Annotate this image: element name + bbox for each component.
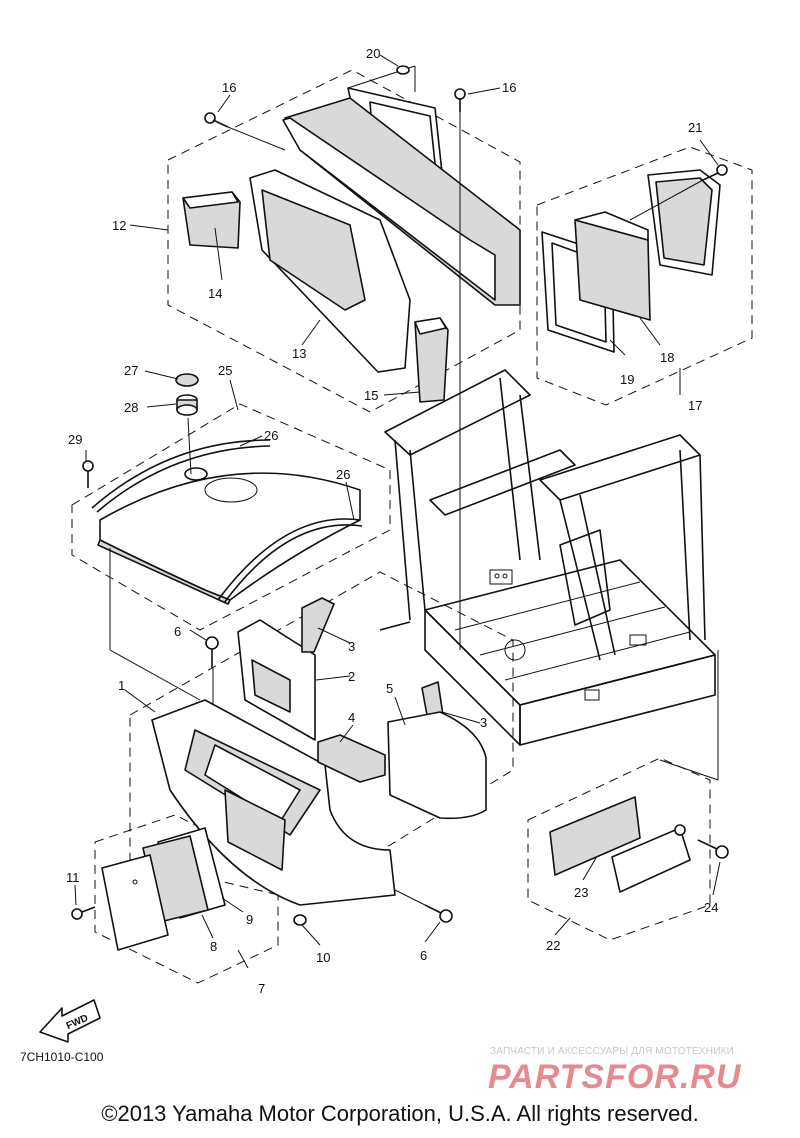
callout-10: 10 <box>316 950 330 965</box>
part-13-inner-panel <box>249 169 411 373</box>
callout-3-upper: 3 <box>348 639 355 654</box>
callout-16-left: 16 <box>222 80 236 95</box>
callout-20: 20 <box>366 46 380 61</box>
nut-20 <box>396 65 410 75</box>
watermark-logo: PARTSFOR.RU <box>488 1058 742 1096</box>
callout-25: 25 <box>218 363 232 378</box>
copyright-notice: ©2013 Yamaha Motor Corporation, U.S.A. A… <box>101 1101 699 1126</box>
callout-labels: 12 14 13 15 16 16 20 21 19 18 17 27 28 2… <box>66 46 718 996</box>
part-5-panel <box>387 711 487 820</box>
callout-11: 11 <box>66 870 80 885</box>
fwd-arrow-icon: FWD <box>39 999 101 1043</box>
callout-8: 8 <box>210 939 217 954</box>
side-cover-panel <box>282 97 521 306</box>
callout-28: 28 <box>124 400 138 415</box>
part-26-rubber-trim-left <box>91 439 271 513</box>
part-25-top-cover <box>97 467 361 605</box>
part-4-foam-strip <box>317 734 386 783</box>
callout-13: 13 <box>292 346 306 361</box>
watermark-tagline: ЗАПЧАСТИ И АКСЕССУАРЫ ДЛЯ МОТОТЕХНИКИ <box>490 1046 735 1057</box>
bolt-29 <box>82 460 94 488</box>
bolt-16-left <box>204 112 229 128</box>
bolt-6-upper <box>205 636 219 668</box>
part-26-rubber-trim-right <box>217 518 363 604</box>
part-18-filter-element <box>574 211 651 321</box>
chassis-frame <box>379 369 716 746</box>
group-boundary-7 <box>94 814 279 984</box>
screw-11 <box>71 906 96 920</box>
callout-22: 22 <box>546 938 560 953</box>
group-boundary-12 <box>167 69 521 413</box>
callout-21: 21 <box>688 120 702 135</box>
part-27-cap <box>175 373 199 387</box>
callout-27: 27 <box>124 363 138 378</box>
callout-14: 14 <box>208 286 222 301</box>
callout-7: 7 <box>258 981 265 996</box>
callout-26-upper: 26 <box>264 428 278 443</box>
bolt-6-lower <box>424 904 453 923</box>
part-1-front-cowl <box>151 699 396 906</box>
callout-16-right: 16 <box>502 80 516 95</box>
callout-17: 17 <box>688 398 702 413</box>
part-7-front-lid <box>101 854 169 951</box>
diagram-code: 7CH1010-C100 <box>20 1050 104 1064</box>
callout-5: 5 <box>386 681 393 696</box>
part-15-foam-block <box>414 317 449 403</box>
callout-6-lower: 6 <box>420 948 427 963</box>
leader-lines <box>74 54 721 969</box>
callout-4: 4 <box>348 710 355 725</box>
part-23-foam-pad <box>549 796 641 876</box>
callout-18: 18 <box>660 350 674 365</box>
washer-10 <box>293 914 307 926</box>
callout-3-lower: 3 <box>480 715 487 730</box>
group-boundary-25 <box>71 403 391 631</box>
callout-19: 19 <box>620 372 634 387</box>
callout-12: 12 <box>112 218 126 233</box>
screw-21 <box>702 164 728 181</box>
callout-9: 9 <box>246 912 253 927</box>
bolt-16-right <box>454 88 466 112</box>
callout-29: 29 <box>68 432 82 447</box>
group-boundary-17 <box>536 146 753 406</box>
part-22-plate <box>611 824 691 893</box>
callout-15: 15 <box>364 388 378 403</box>
part-2-duct-panel <box>237 619 316 741</box>
part-17-cover-lid <box>647 169 721 276</box>
callout-23: 23 <box>574 885 588 900</box>
bolt-24 <box>697 839 729 859</box>
part-3-foam-upper <box>301 597 335 653</box>
part-14-foam-block <box>182 191 241 249</box>
callout-24: 24 <box>704 900 718 915</box>
callout-1: 1 <box>118 678 125 693</box>
callout-26-lower: 26 <box>336 467 350 482</box>
callout-2: 2 <box>348 669 355 684</box>
callout-6-upper: 6 <box>174 624 181 639</box>
part-28-grommet <box>176 394 198 416</box>
